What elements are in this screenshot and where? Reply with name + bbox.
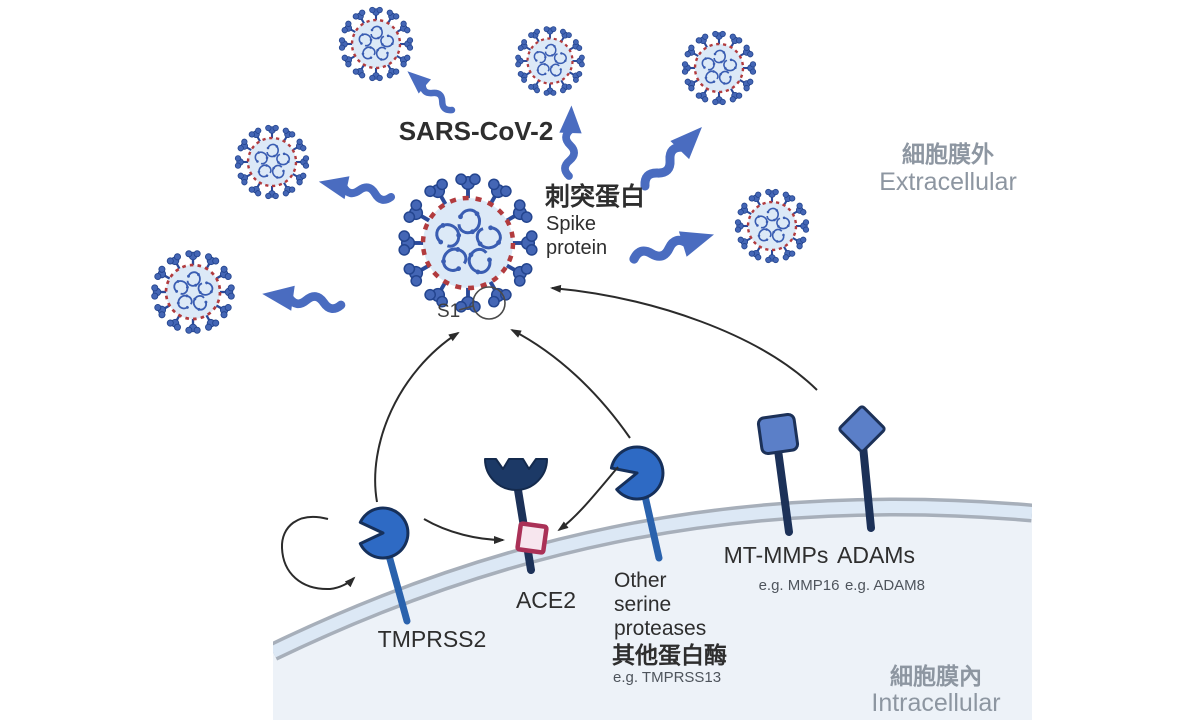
cell-membrane: [273, 497, 1032, 720]
extracellular-label-en: Extracellular: [879, 168, 1017, 196]
ace2-receptor-icon: [484, 458, 549, 574]
s1-label: S1: [437, 301, 460, 322]
release-arrow: [636, 118, 712, 195]
ace2-cleavage-site: [515, 521, 549, 555]
virus-particle: [339, 7, 412, 80]
spike-label-zh: 刺突蛋白: [545, 182, 645, 211]
virus-particle: [516, 27, 585, 96]
virus-title: SARS-CoV-2: [399, 116, 554, 146]
s1-callout-circle: [472, 286, 506, 320]
other-protease-label-zh: 其他蛋白酶: [612, 642, 727, 668]
tmprss2-protease-icon: [358, 506, 411, 625]
interaction-arrow-tmprss2-loop: [280, 516, 356, 591]
ace2-label: ACE2: [516, 587, 576, 613]
virus-particle: [152, 251, 235, 334]
extracellular-label-zh: 細胞膜外: [902, 141, 994, 167]
virus-particle: [735, 189, 808, 262]
intracellular-label-en: Intracellular: [871, 689, 1000, 717]
virus-particle: [682, 31, 755, 104]
adam-receptor-icon: [838, 405, 886, 532]
adams-label: ADAMs: [837, 542, 915, 568]
interaction-arrow-protease-to-ace2: [557, 466, 619, 532]
s1-leader-line: [458, 305, 474, 311]
spike-label-en-1: Spike: [546, 213, 596, 235]
spike-label-en-2: protein: [546, 237, 607, 259]
release-arrow: [630, 222, 718, 272]
other-protease-label-2: serine: [614, 593, 671, 616]
release-arrow: [316, 170, 393, 208]
other-protease-icon: [609, 445, 665, 562]
mt-mmps-label: MT-MMPs: [724, 542, 829, 568]
release-arrow: [260, 281, 342, 317]
mt-mmps-example: e.g. MMP16: [759, 577, 840, 594]
interaction-arrow-protease-to-virus: [510, 329, 631, 439]
intracellular-label-zh: 細胞膜內: [890, 663, 982, 689]
virus-particle: [235, 125, 308, 198]
interaction-arrow-tmprss2-to-virus: [374, 331, 460, 503]
virus-particle-central: [399, 174, 537, 312]
other-protease-label-1: Other: [614, 569, 667, 592]
adams-example: e.g. ADAM8: [845, 577, 925, 594]
mt-mmp-receptor-icon: [756, 412, 800, 536]
other-protease-example: e.g. TMPRSS13: [613, 669, 721, 686]
tmprss2-label: TMPRSS2: [378, 626, 487, 652]
other-protease-label-3: proteases: [614, 617, 706, 640]
release-arrow: [558, 105, 583, 176]
interaction-arrow-sheddases-to-virus: [550, 284, 818, 391]
release-arrow: [401, 64, 458, 117]
interaction-arrow-tmprss2-to-ace2: [423, 518, 505, 544]
